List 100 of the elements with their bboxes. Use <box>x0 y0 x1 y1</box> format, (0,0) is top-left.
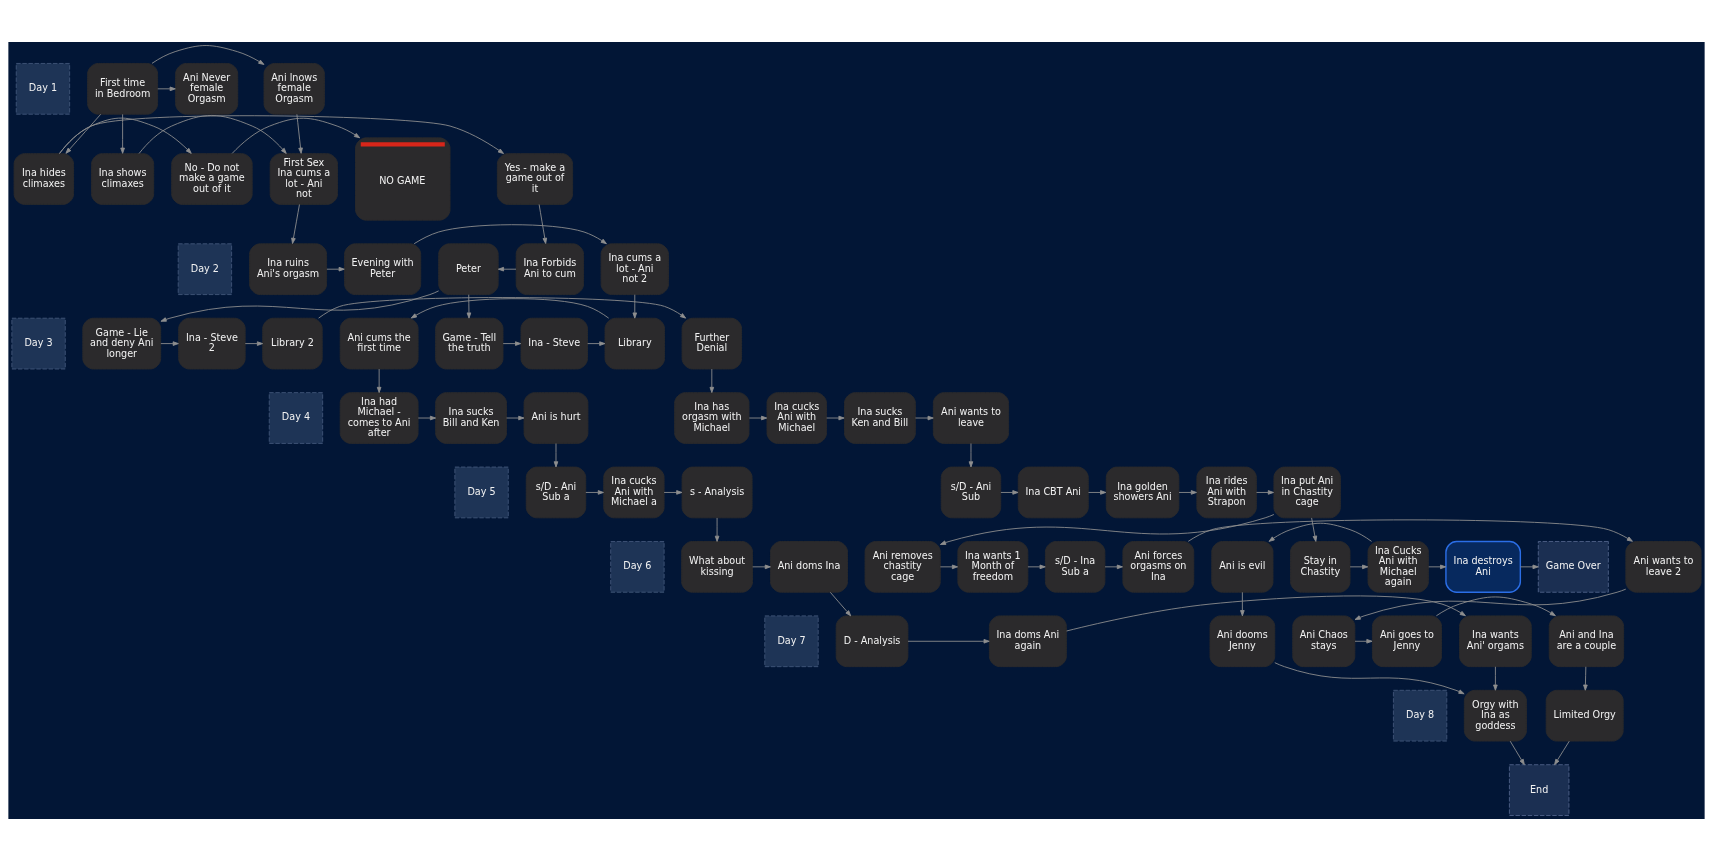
arrow <box>829 591 852 616</box>
arrow <box>709 368 715 393</box>
arrow <box>1354 638 1373 644</box>
arrow <box>291 203 300 244</box>
arrow <box>1178 489 1197 495</box>
node-box: Ani lnows female Orgasm <box>263 62 325 115</box>
node-box: Ani goes to Jenny <box>1371 614 1442 667</box>
node-box: Orgy with Ina as goddess <box>1463 689 1527 742</box>
arrow <box>1493 665 1498 691</box>
node-box: Ina has orgasm with Michael <box>674 391 750 444</box>
node-box: Ani Chaos stays <box>1292 614 1356 667</box>
node-box: Ina golden showers Ani <box>1105 466 1180 518</box>
node-box: Ina Forbids Ani to cum <box>515 242 584 295</box>
node-box: Library <box>604 317 665 369</box>
node-box: Day 1 <box>15 62 71 115</box>
arrow <box>151 44 265 65</box>
arrow <box>714 516 720 542</box>
arrow <box>907 638 990 644</box>
node-box: Day 5 <box>454 466 509 518</box>
arrow <box>748 415 768 420</box>
arrow <box>1311 516 1318 542</box>
arrow <box>59 114 504 154</box>
arrow <box>160 340 179 346</box>
arrow <box>939 564 959 569</box>
node-box: Ani forces orgasms on Ina <box>1122 540 1195 593</box>
node-box: Ina hides climaxes <box>13 152 75 205</box>
node-box: First time in Bedroom <box>87 62 159 115</box>
node-box: Game Over <box>1537 540 1609 593</box>
node-box: Peter <box>438 242 499 295</box>
arrow <box>120 113 125 154</box>
node-box: Ina sucks Bill and Ken <box>435 391 507 444</box>
node-box: s - Analysis <box>681 466 753 518</box>
arrow <box>1256 489 1274 495</box>
node-box: Ina CBT Ani <box>1017 466 1089 518</box>
node-box: Ina wants 1 Month of freedom <box>957 540 1029 593</box>
node-box: Day 3 <box>11 317 66 369</box>
arrow <box>1520 564 1539 569</box>
node-box: Limited Orgy <box>1545 689 1624 742</box>
arrow <box>318 296 687 319</box>
arrow <box>506 415 525 420</box>
arrow <box>538 203 548 244</box>
arrow <box>497 266 517 271</box>
node-box: Library 2 <box>262 317 323 369</box>
node-box: Ani is hurt <box>523 391 589 444</box>
node-box: Ina had Michael - comes to Ani after <box>339 391 419 444</box>
node-box: Day 6 <box>610 540 665 593</box>
arrow <box>1274 661 1465 694</box>
arrow <box>553 442 559 467</box>
arrow <box>1509 740 1525 765</box>
node-box: Ina - Steve <box>520 317 588 369</box>
arrow <box>587 340 606 346</box>
arrow <box>376 368 382 393</box>
arrow <box>65 113 102 154</box>
arrow <box>1066 594 1466 631</box>
arrow <box>410 297 610 319</box>
node-box: Ani wants to leave <box>932 391 1010 444</box>
node-box: Ina rides Ani with Strapon <box>1196 466 1257 518</box>
arrow <box>1187 518 1633 542</box>
node-box: Ani removes chastity cage <box>864 540 941 593</box>
arrow <box>1428 564 1447 569</box>
arrow <box>502 340 522 346</box>
node-box: Ina sucks Ken and Bill <box>844 391 916 444</box>
node-box: Ina destroys Ani <box>1445 540 1522 593</box>
arrow <box>231 117 361 154</box>
arrow <box>663 489 683 495</box>
arrow <box>244 340 264 346</box>
node-box: Ani doms Ina <box>770 540 848 593</box>
node-box: Further Denial <box>681 317 743 369</box>
node-box: Game - Tell the truth <box>435 317 504 369</box>
arrow <box>1000 489 1019 495</box>
arrow <box>968 442 974 467</box>
node-box: No - Do not make a game out of it <box>171 152 253 205</box>
node-box: Ina shows climaxes <box>91 152 155 205</box>
node-box: Ani dooms Jenny <box>1209 614 1276 667</box>
node-box: s/D - Ina Sub a <box>1044 540 1106 593</box>
arrow <box>1268 522 1372 542</box>
node-box: D - Analysis <box>835 614 909 667</box>
node-box: Ani wants to leave 2 <box>1625 540 1702 593</box>
node-box: Day 2 <box>177 242 233 295</box>
node-box: Ina wants Ani' orgams <box>1459 614 1532 667</box>
node-box: Ani Never female Orgasm <box>175 62 239 115</box>
node-box: End <box>1508 763 1570 816</box>
node-box: Stay in Chastity <box>1290 540 1351 593</box>
arrow <box>1027 564 1046 569</box>
arrow <box>826 415 845 420</box>
node-box: Day 4 <box>268 391 324 444</box>
node-box: Game - Lie and deny Ani longer <box>82 317 162 369</box>
arrow <box>160 289 440 322</box>
node-box: Ina doms Ani again <box>988 614 1067 667</box>
arrow <box>585 489 604 495</box>
node-box: Yes - make a game out of it <box>496 152 574 205</box>
arrow <box>1354 588 1627 620</box>
arrow <box>138 114 287 154</box>
arrow <box>59 117 192 154</box>
arrow <box>1104 564 1123 569</box>
node-box: Day 7 <box>764 614 819 667</box>
node-box: Ina cucks Ani with Michael <box>766 391 827 444</box>
node-box: First Sex Ina cums a lot - Ani not <box>269 152 338 205</box>
arrow <box>296 113 303 154</box>
arrow <box>939 513 1275 545</box>
